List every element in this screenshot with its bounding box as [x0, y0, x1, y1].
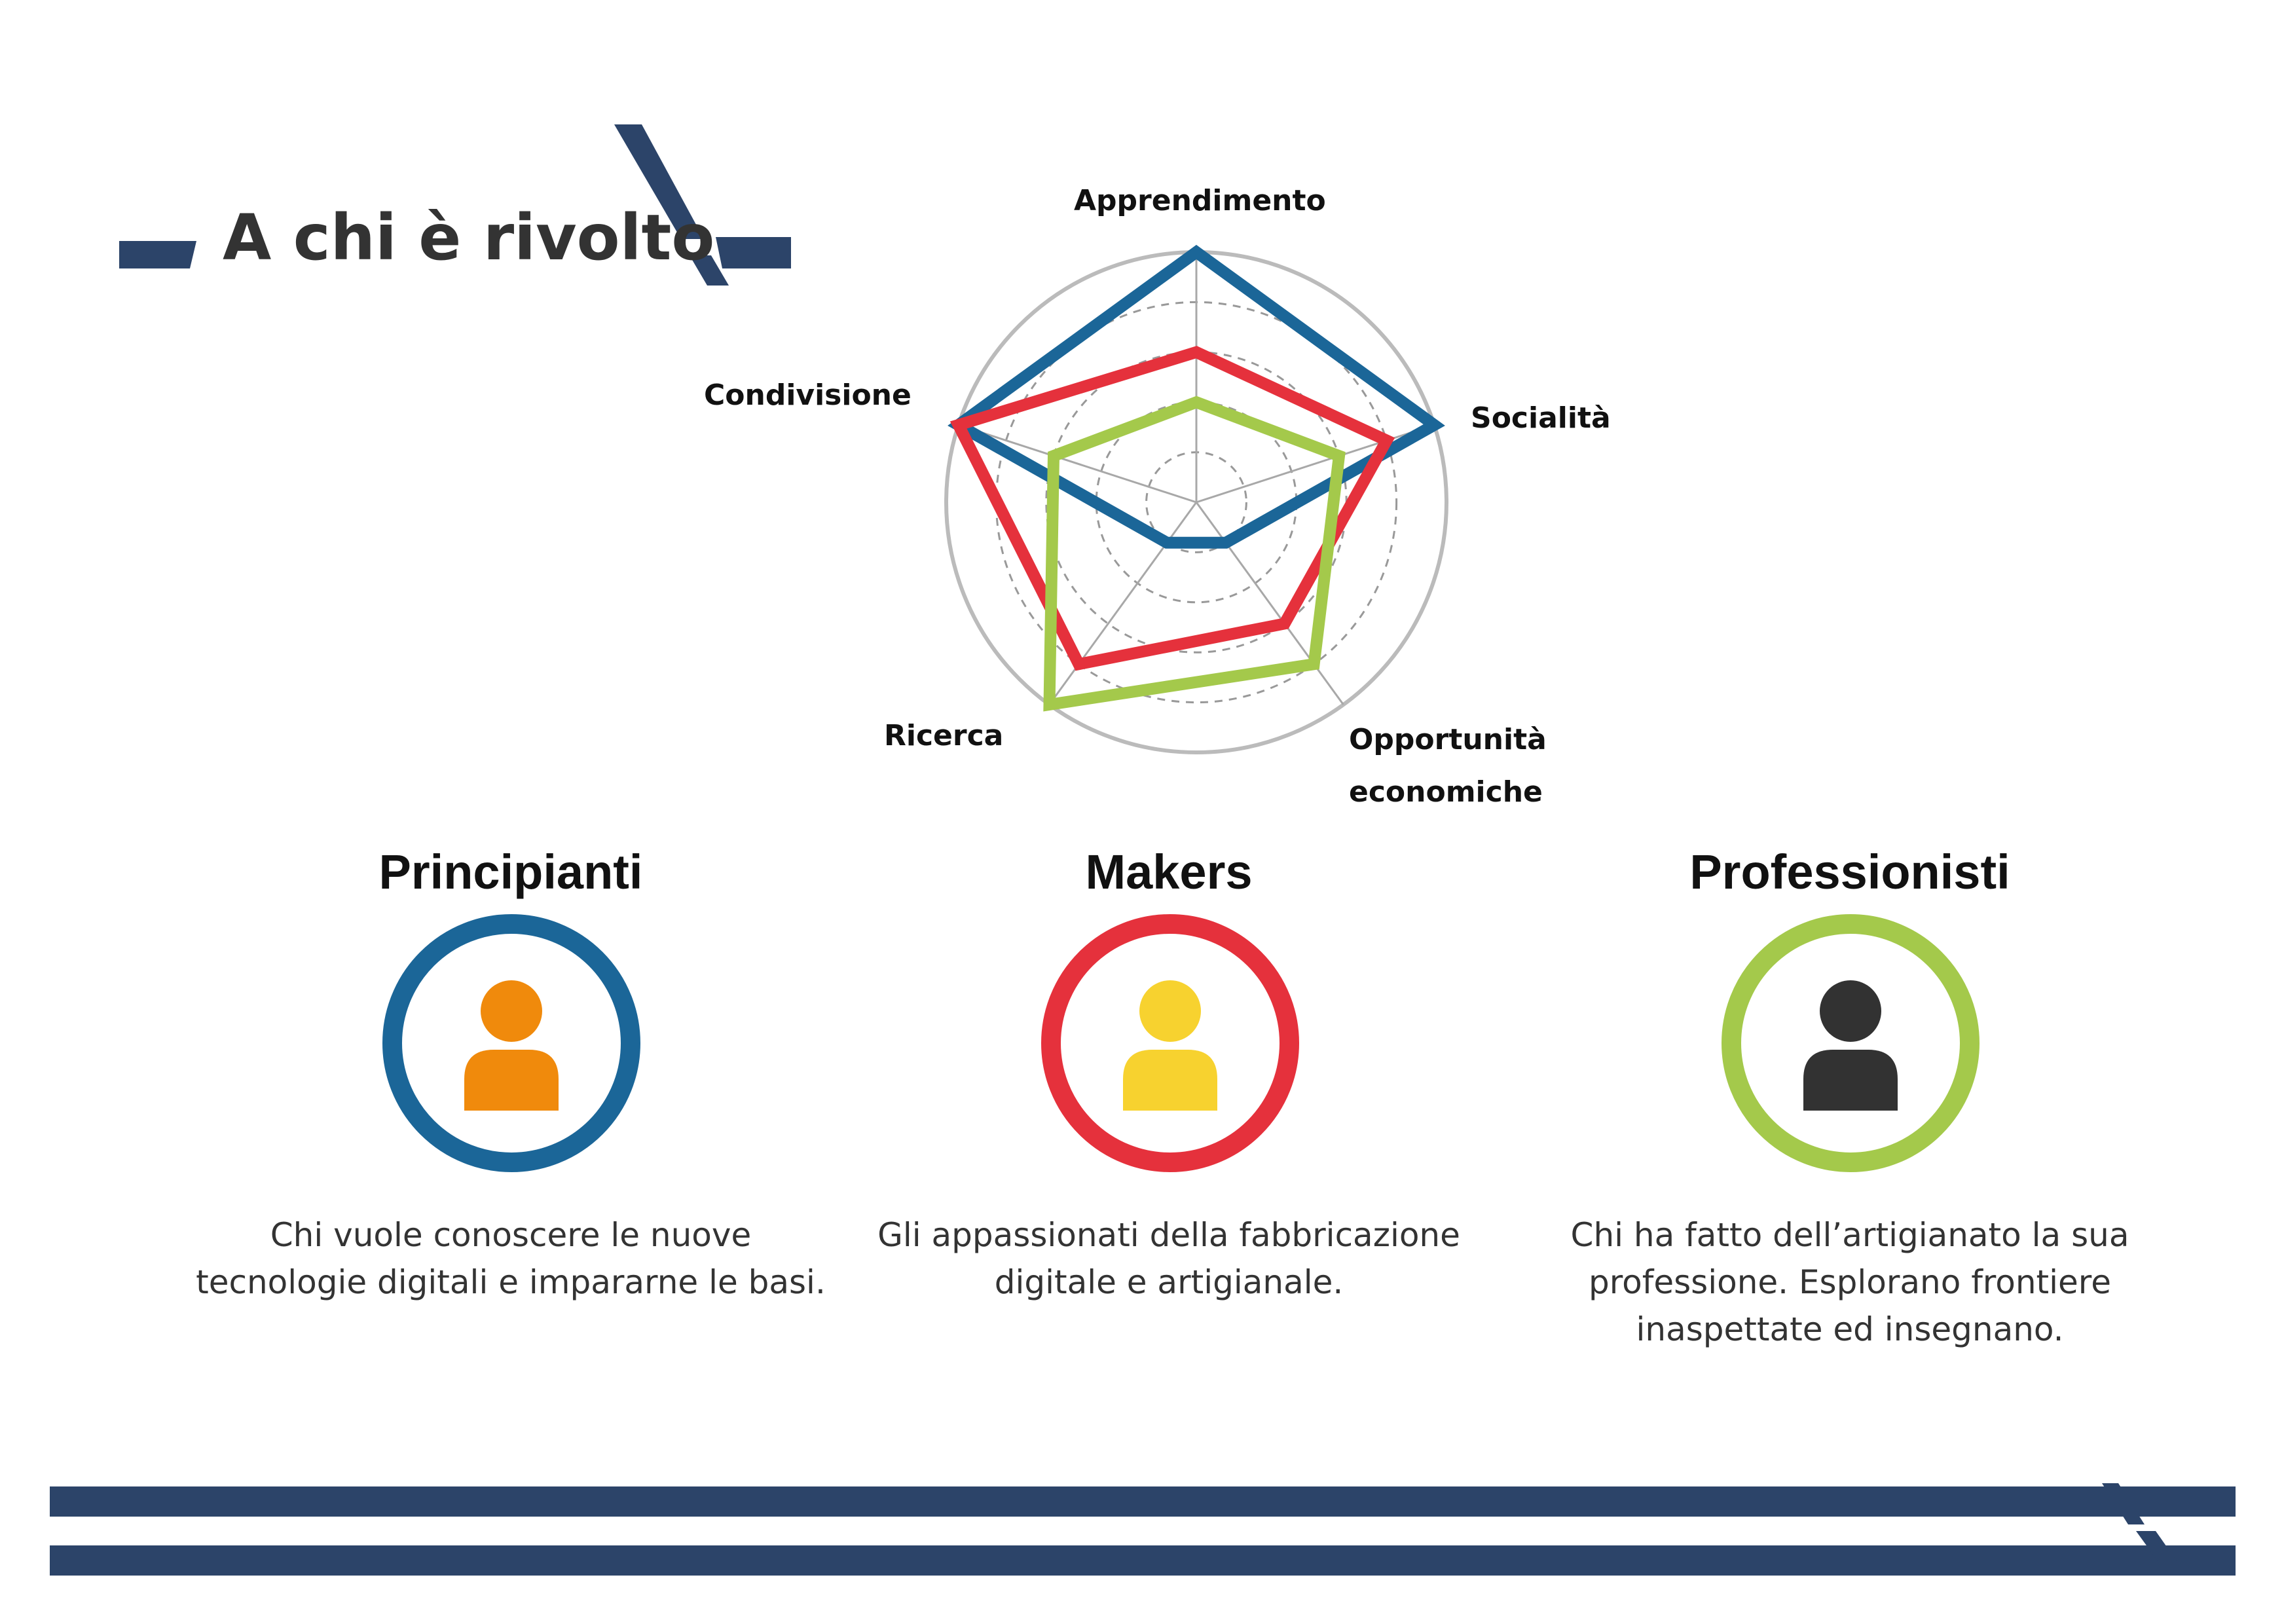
group-icon-makers — [1041, 914, 1299, 1172]
person-icon — [1123, 980, 1217, 1111]
group-icon-professionisti — [1722, 914, 1980, 1172]
group-title-principianti: Principianti — [378, 845, 643, 899]
footer-stripe-top — [50, 1486, 2236, 1517]
group-title-makers: Makers — [1085, 845, 1253, 899]
axis-label-apprendimento: Apprendimento — [1074, 184, 1326, 217]
page-title: A chi è rivolto — [223, 201, 715, 274]
axis-label-socialita: Socialità — [1471, 401, 1611, 435]
radar-chart — [944, 244, 1448, 754]
group-description-principianti: Chi vuole conoscere le nuove tecnologie … — [196, 1216, 826, 1301]
group-icon-principianti — [382, 914, 640, 1172]
person-icon — [1803, 980, 1898, 1111]
footer-slash-lower — [2136, 1531, 2177, 1562]
radar-series — [948, 244, 1445, 712]
group-ring — [382, 914, 640, 1172]
group-ring — [1722, 914, 1980, 1172]
radar-series-makers — [949, 346, 1395, 671]
group-icons — [382, 914, 1980, 1172]
axis-label-ricerca: Ricerca — [884, 719, 1004, 752]
person-icon — [464, 980, 559, 1111]
footer-slash-upper — [2102, 1483, 2145, 1524]
footer-stripe-bottom — [50, 1545, 2236, 1576]
radar-spoke-3 — [1048, 502, 1198, 705]
axis-label-condivisione: Condivisione — [704, 378, 912, 412]
radar-spoke-4 — [958, 424, 1197, 504]
radar-series-principianti — [948, 244, 1445, 549]
header-right-bar — [716, 237, 791, 268]
group-description-makers: Gli appassionati della fabbricazione dig… — [877, 1216, 1460, 1301]
header-slash-upper — [614, 124, 704, 239]
radar-spoke-2 — [1195, 502, 1344, 705]
header-decoration — [119, 124, 791, 286]
group-description-professionisti: Chi ha fatto dell’artigianato la sua pro… — [1570, 1216, 2129, 1348]
footer-band — [50, 1483, 2236, 1576]
header-slash-lower — [690, 255, 729, 286]
radar-series-professionisti — [1043, 396, 1346, 712]
group-ring — [1041, 914, 1299, 1172]
axis-label-opportunita: Opportunità economiche — [1349, 723, 1547, 809]
group-title-professionisti: Professionisti — [1689, 845, 2010, 899]
header-left-bar — [119, 241, 196, 268]
